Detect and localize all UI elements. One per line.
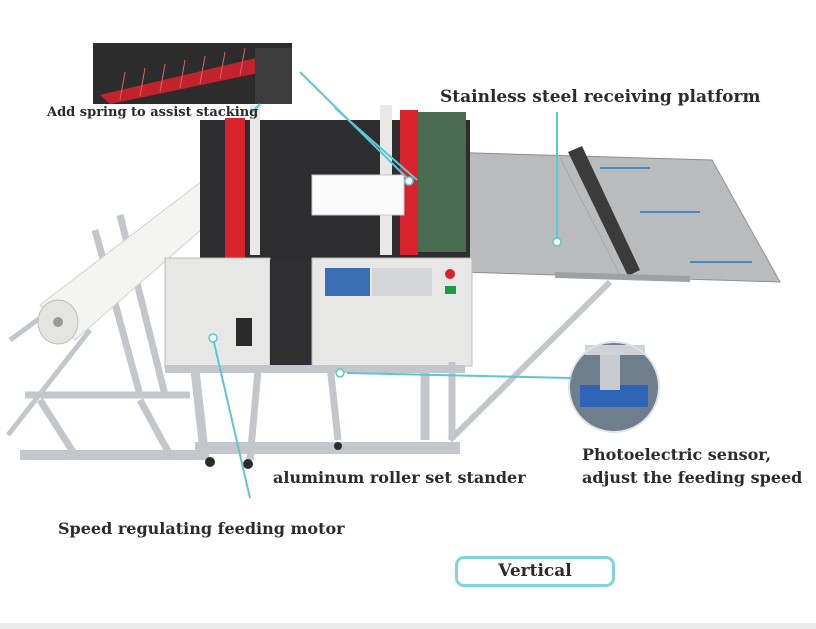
callout-roller-label: aluminum roller set stander bbox=[273, 468, 526, 487]
vertical-button[interactable]: Vertical bbox=[455, 556, 615, 587]
callout-sensor-label: Photoelectric sensor, adjust the feeding… bbox=[582, 443, 802, 489]
callout-platform-label: Stainless steel receiving platform bbox=[440, 87, 761, 107]
callout-sensor-line2: adjust the feeding speed bbox=[582, 468, 803, 487]
page-bottom-divider bbox=[0, 623, 816, 629]
callout-sensor-line1: Photoelectric sensor, bbox=[582, 445, 772, 464]
spring-detail-inset bbox=[93, 43, 292, 104]
unwind-frame bbox=[6, 174, 236, 460]
receiving-platform bbox=[441, 146, 781, 443]
leader-dots bbox=[208, 176, 562, 378]
leader-lines bbox=[212, 71, 573, 499]
sensor-detail-inset bbox=[568, 341, 660, 433]
callout-spring-label: Add spring to assist stacking bbox=[47, 105, 259, 120]
callout-motor-label: Speed regulating feeding motor bbox=[58, 519, 345, 538]
machine-body bbox=[164, 105, 473, 469]
